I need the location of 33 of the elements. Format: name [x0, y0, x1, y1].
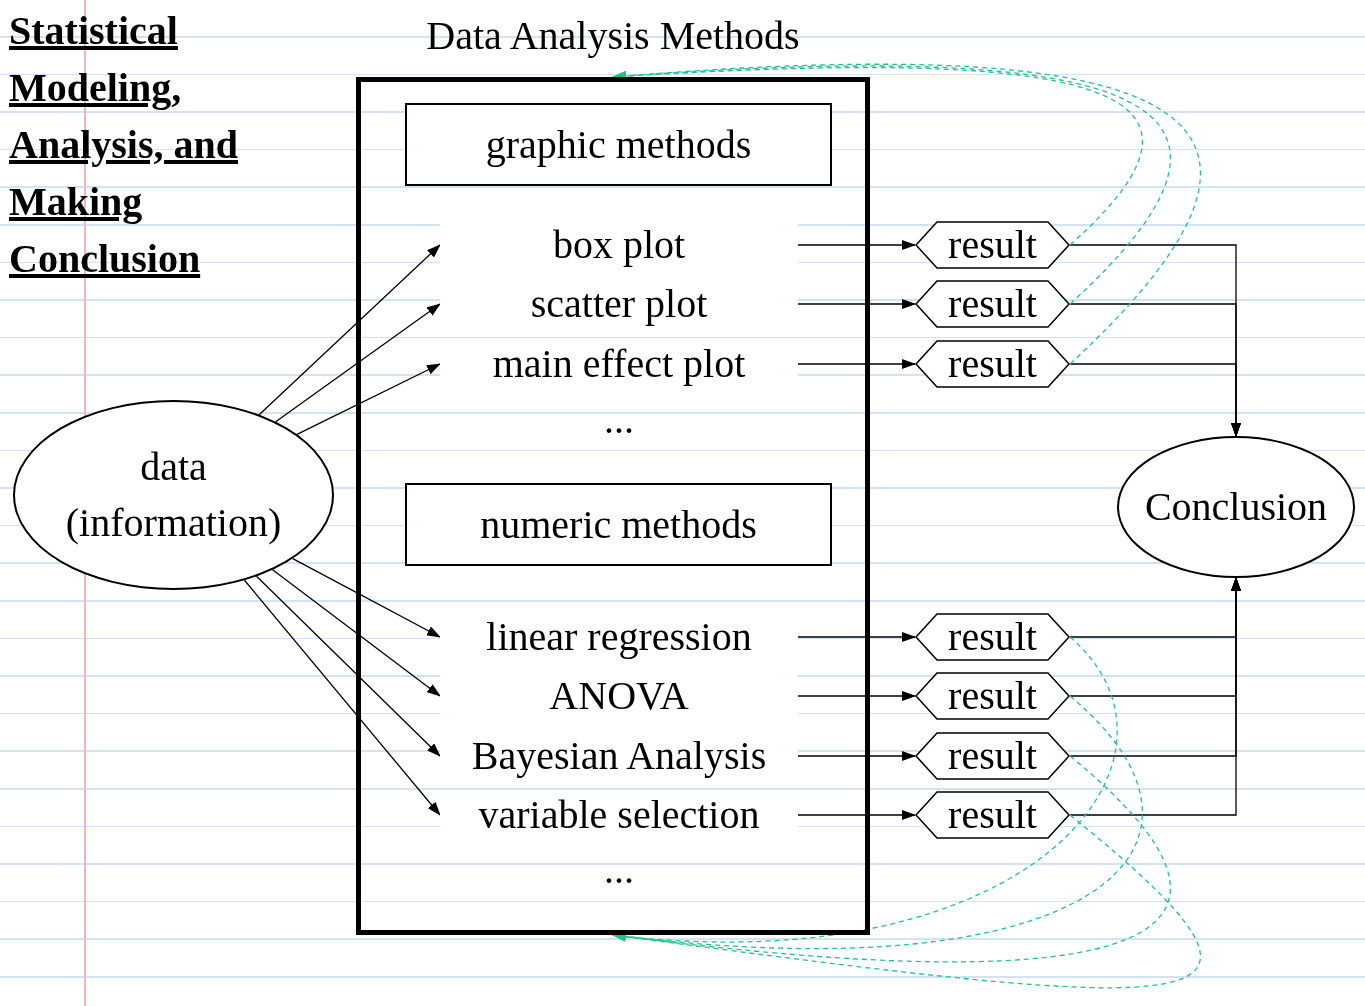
frame-heading: Data Analysis Methods: [425, 12, 801, 60]
arrow: [797, 632, 916, 642]
dashed-feedback-arrow: [612, 63, 1202, 365]
arrow: [797, 299, 916, 309]
ellipsis-text: ...: [603, 396, 635, 444]
ellipse-node: Conclusion: [1117, 436, 1355, 578]
ellipsis-text: ...: [603, 846, 635, 894]
result-hexagon: result: [915, 340, 1070, 388]
arrow: [271, 569, 441, 697]
arrow: [797, 359, 916, 369]
arrow: [292, 557, 441, 638]
arrow: [1069, 363, 1241, 437]
arrow: [258, 244, 441, 416]
result-hexagon: result: [915, 732, 1070, 780]
result-hexagon: result: [915, 613, 1070, 661]
category-box: numeric methods: [405, 483, 832, 566]
arrow: [1069, 577, 1241, 816]
arrow: [797, 810, 916, 820]
arrow: [243, 579, 441, 816]
arrow: [255, 575, 441, 757]
result-hexagon: result: [915, 221, 1070, 269]
ellipse-node: data (information): [13, 400, 334, 590]
arrow: [797, 240, 916, 250]
arrow: [275, 303, 441, 423]
page-title: Statistical Modeling, Analysis, and Making Conclusion: [9, 7, 239, 283]
category-box: graphic methods: [405, 103, 832, 186]
dashed-feedback-arrow: [612, 814, 1202, 989]
result-hexagon: result: [915, 791, 1070, 839]
arrow: [296, 363, 441, 435]
arrow: [797, 691, 916, 701]
result-hexagon: result: [915, 280, 1070, 328]
result-hexagon: result: [915, 672, 1070, 720]
arrow: [797, 751, 916, 761]
